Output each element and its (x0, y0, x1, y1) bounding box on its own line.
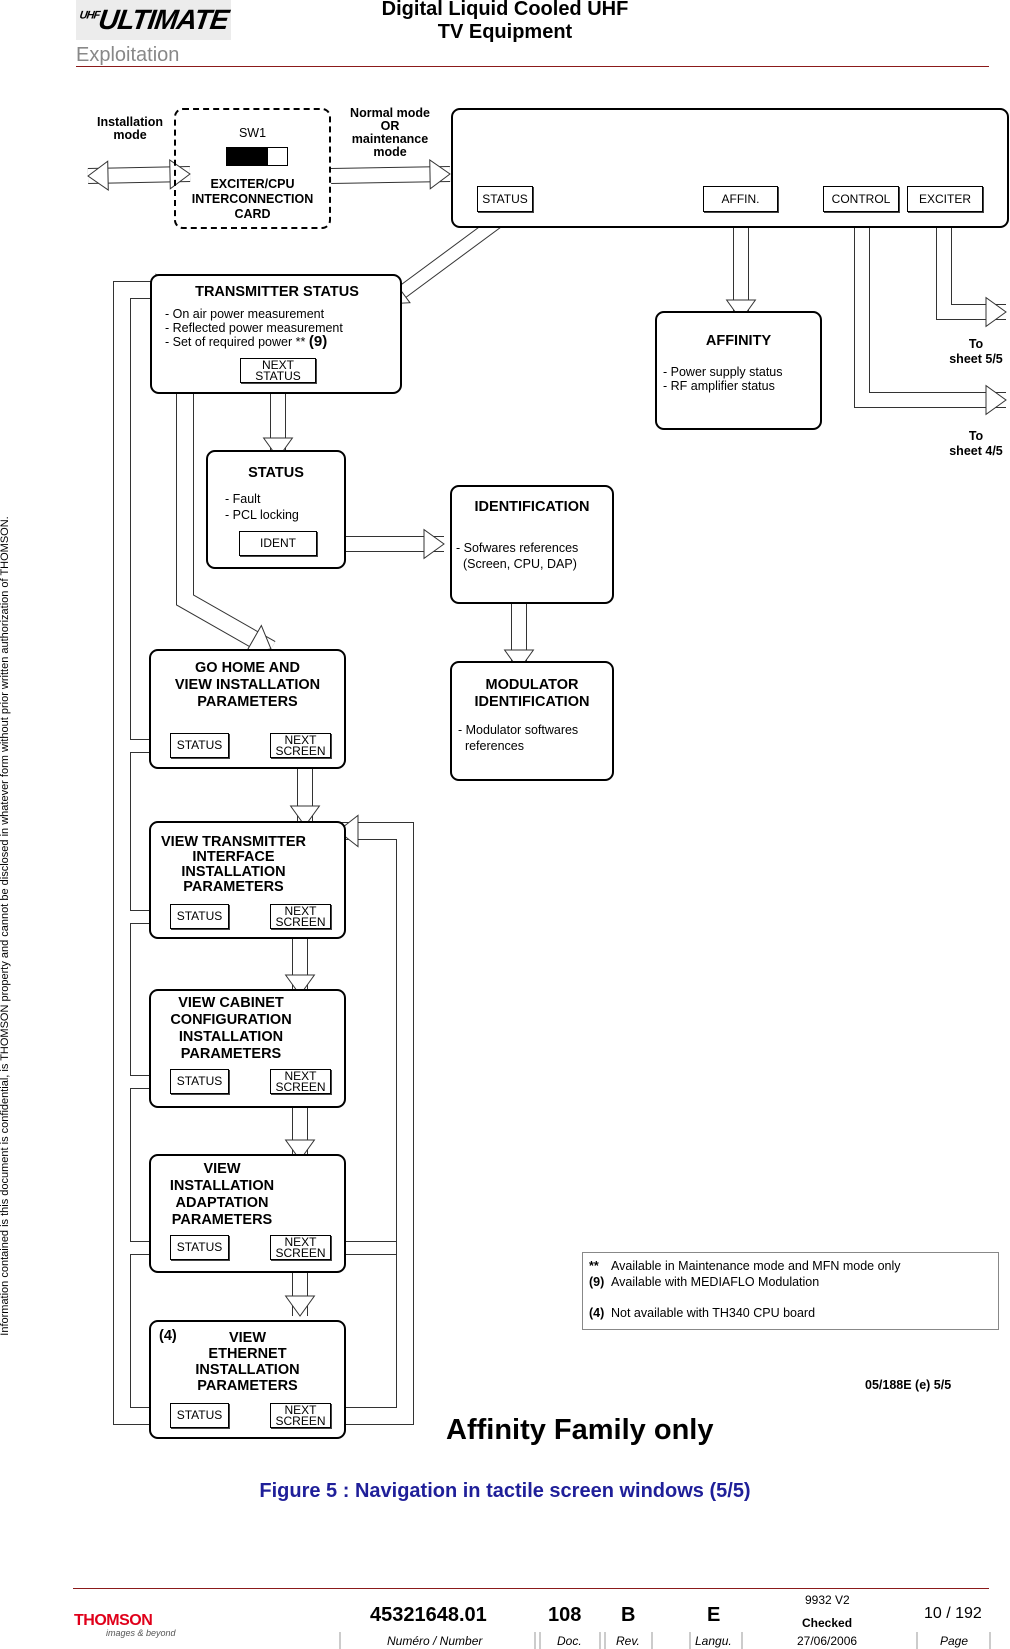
figure-caption: Figure 5 : Navigation in tactile screen … (259, 1480, 751, 1502)
affinity-family-label: Affinity Family only (446, 1414, 714, 1446)
affinity-window: AFFINITY - Power supply status- RF ampli… (655, 311, 822, 430)
version: 9932 V2 (805, 1593, 850, 1607)
installation-mode-arrow-head (87, 160, 109, 191)
section-title: Exploitation (76, 44, 180, 66)
adaptation-next-arrow-head (284, 1295, 316, 1317)
identification-items: - Sofwares references (Screen, CPU, DAP) (456, 541, 579, 571)
control-to-sheet4-arrow-head (985, 384, 1007, 416)
footer-separators (339, 1632, 991, 1649)
exciter-button[interactable]: EXCITER (907, 186, 983, 212)
status-button[interactable]: STATUS (170, 904, 229, 929)
checked-label: Checked (802, 1616, 853, 1630)
affinity-items: - Power supply status- RF amplifier stat… (663, 365, 783, 393)
footnote: (4)Not available with TH340 CPU board (589, 1306, 816, 1320)
status-button[interactable]: STATUS (170, 733, 229, 758)
status-items: - Fault- PCL locking (225, 492, 299, 522)
next-status-arrow-head (262, 437, 294, 459)
viewtx-next-arrow-head (284, 974, 316, 996)
rev-label: Rev. (616, 1634, 640, 1648)
page-number: 10 / 192 (924, 1605, 982, 1622)
doc-label: Doc. (557, 1634, 582, 1648)
lang-label: Langu. (695, 1634, 732, 1648)
identification-to-modulator-arrow-head (503, 649, 535, 671)
normal-mode-arrow-head (429, 158, 451, 190)
language: E (707, 1604, 721, 1626)
exciter-to-sheet5-arrow-body (937, 216, 1006, 319)
gohome-next-arrow-head (289, 805, 321, 827)
doc-code: 108 (548, 1604, 582, 1626)
status-return-loop-body (114, 282, 176, 1424)
control-button[interactable]: CONTROL (823, 186, 899, 212)
ethernet-note-ref: (4) (159, 1328, 177, 1344)
status-to-gohome-arrow-body (177, 373, 275, 656)
revision: B (621, 1604, 636, 1626)
thomson-logo: THOMSON images & beyond (74, 1612, 176, 1638)
exciter-to-sheet5-arrow-head (985, 296, 1007, 328)
status-screen-button[interactable]: STATUS (477, 186, 533, 212)
installation-mode-label: Installation mode (97, 115, 163, 142)
footer-rule (73, 1588, 989, 1589)
transmitter-status-title: TRANSMITTER STATUS (195, 284, 359, 300)
status-button[interactable]: STATUS (170, 1235, 229, 1260)
status-title: STATUS (248, 465, 304, 481)
status-to-transmitter-arrow-body (382, 211, 509, 309)
status-button[interactable]: STATUS (170, 1403, 229, 1428)
transmitter-status-items: - On air power measurement - Reflected p… (165, 307, 343, 350)
status-button[interactable]: STATUS (170, 1069, 229, 1094)
diagram-ref-code: 05/188E (e) 5/5 (865, 1378, 952, 1392)
footnote: (9)Available with MEDIAFLO Modulation (589, 1275, 820, 1289)
return-to-viewtx-arrow-body (333, 823, 413, 1424)
identification-window: IDENTIFICATION - Sofwares references (Sc… (450, 485, 614, 604)
checked-date: 27/06/2006 (797, 1634, 858, 1648)
footnotes-box: **Available in Maintenance mode and MFN … (582, 1252, 999, 1330)
page-label: Page (940, 1634, 969, 1648)
sw1-switch[interactable] (226, 147, 288, 166)
return-to-viewtx-arrow-head (337, 814, 359, 848)
doc-number: 45321648.01 (370, 1604, 487, 1626)
affinity-title: AFFINITY (705, 333, 772, 349)
cabinet-next-arrow-head (284, 1139, 316, 1161)
ident-button[interactable]: IDENT (239, 531, 317, 556)
ultimate-logo: UHFULTIMATE (76, 0, 231, 40)
header-rule (76, 66, 989, 67)
control-to-sheet4-arrow-body (855, 216, 1006, 407)
identification-title: IDENTIFICATION (474, 499, 590, 515)
exciter-to-sheet5-arrow (936, 216, 1006, 320)
ident-arrow-head (423, 528, 445, 560)
affin-button[interactable]: AFFIN. (703, 186, 778, 212)
affin-to-affinity-arrow-head (725, 299, 757, 321)
modulator-items: - Modulator softwares references (458, 723, 579, 753)
number-label: Numéro / Number (387, 1634, 483, 1648)
sw1-label: SW1 (238, 126, 267, 140)
footnote: **Available in Maintenance mode and MFN … (589, 1259, 901, 1273)
